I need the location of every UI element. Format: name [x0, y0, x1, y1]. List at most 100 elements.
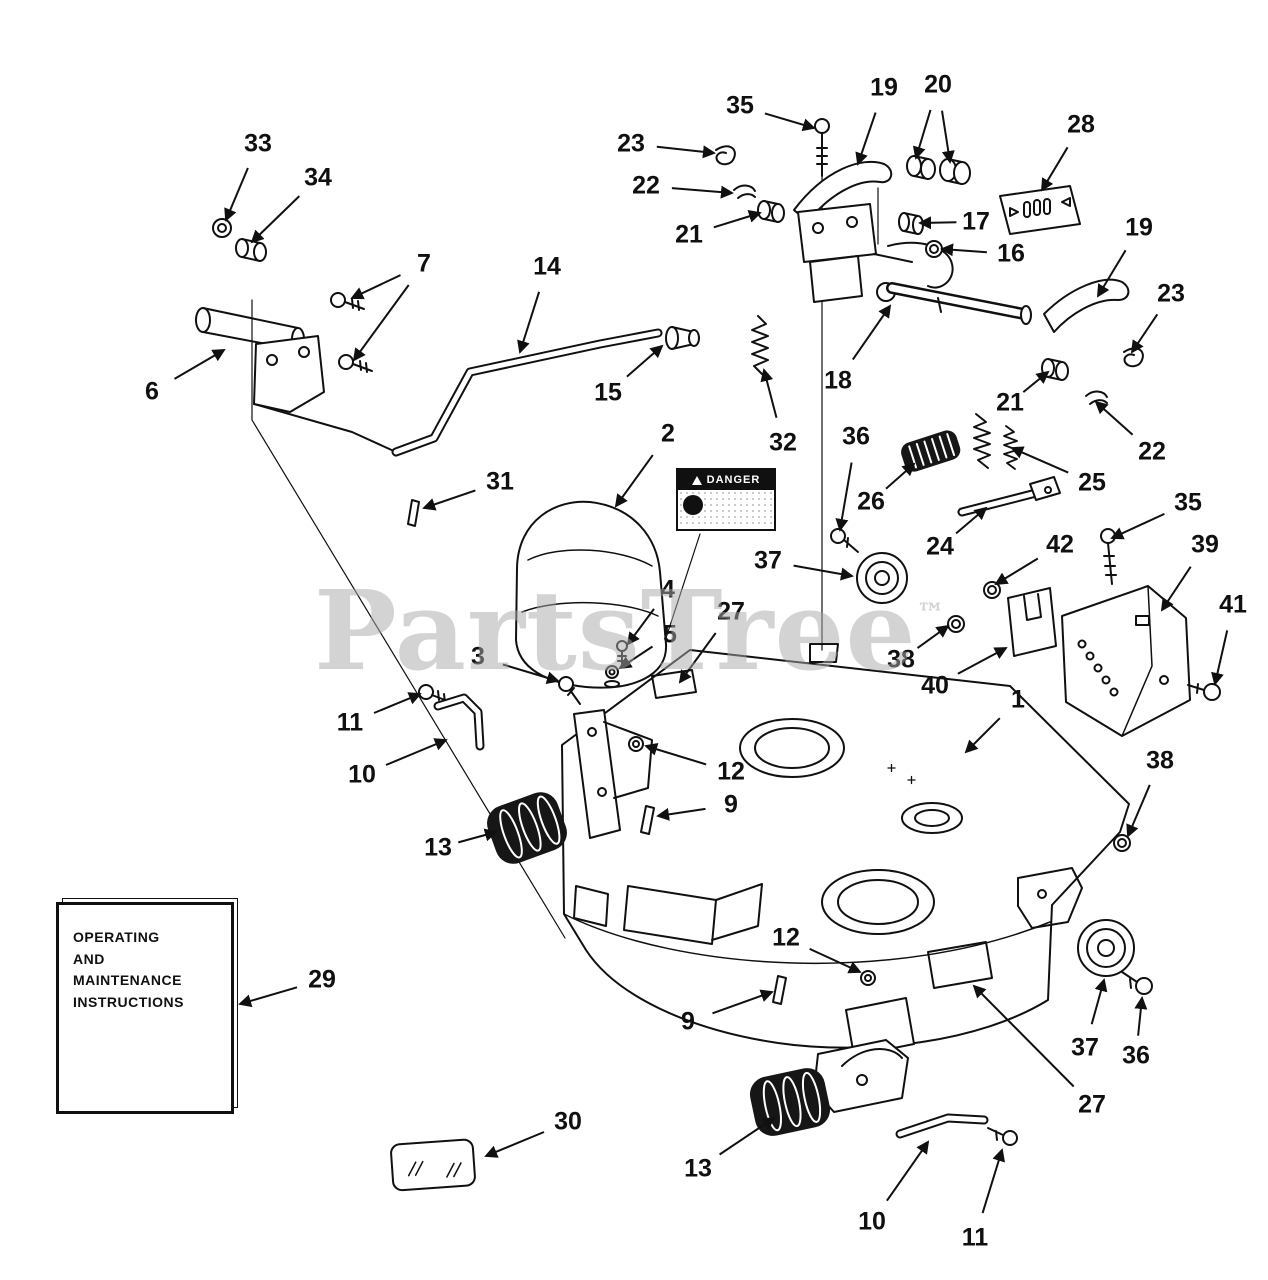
part-hitch-bracket-6 — [195, 307, 397, 453]
part-plate-39 — [1061, 585, 1191, 737]
callout-20: 20 — [924, 70, 952, 99]
callout-19: 19 — [1125, 213, 1153, 242]
danger-decal-body — [678, 490, 774, 527]
callout-27: 27 — [717, 597, 745, 626]
part-nut-33 — [212, 218, 232, 238]
part-decal-plate-28 — [999, 185, 1081, 235]
callout-11: 11 — [336, 708, 364, 737]
part-pin-31 — [407, 499, 420, 527]
callout-37: 37 — [754, 546, 782, 575]
callout-12: 12 — [717, 757, 745, 786]
part-wheel-37-top — [856, 552, 908, 604]
callout-9: 9 — [724, 790, 738, 819]
callout-4: 4 — [661, 575, 675, 604]
part-bolt-41 — [1187, 683, 1221, 701]
part-bolt-35-top — [814, 118, 830, 177]
callout-18: 18 — [824, 366, 852, 395]
callout-35: 35 — [726, 91, 754, 120]
callout-33: 33 — [244, 129, 272, 158]
callout-2: 2 — [661, 419, 675, 448]
warning-triangle-icon — [691, 475, 702, 485]
danger-decal-header: DANGER — [678, 470, 774, 490]
callout-7: 7 — [417, 249, 431, 278]
part-rod-10-bottom — [895, 1113, 989, 1139]
callout-23: 23 — [617, 129, 645, 158]
part-lever-19-top — [793, 160, 893, 223]
part-nut-12-bottom — [860, 970, 876, 986]
callout-29: 29 — [308, 965, 336, 994]
callout-21: 21 — [675, 220, 703, 249]
part-bolts-7 — [330, 292, 373, 373]
callout-27: 27 — [1078, 1090, 1106, 1119]
callout-5: 5 — [663, 620, 677, 649]
callout-10: 10 — [858, 1207, 886, 1236]
callout-12: 12 — [772, 923, 800, 952]
part-spacer-21-top — [757, 200, 785, 223]
part-wheel-37-bottom — [1077, 919, 1135, 977]
callout-31: 31 — [486, 467, 514, 496]
thrown-object-pictogram — [683, 495, 703, 515]
manual-line-4: INSTRUCTIONS — [73, 994, 184, 1011]
part-deck-housing — [561, 643, 1130, 1049]
callout-13: 13 — [684, 1154, 712, 1183]
leader-lines — [173, 109, 1229, 1214]
callout-11: 11 — [961, 1223, 989, 1252]
part-sleeve-26 — [901, 430, 961, 472]
part-bushings-20 — [906, 155, 971, 185]
part-label-30 — [390, 1138, 476, 1192]
danger-decal: DANGER — [676, 468, 776, 531]
callout-32: 32 — [769, 428, 797, 457]
callout-36: 36 — [842, 422, 870, 451]
callout-24: 24 — [926, 532, 954, 561]
callout-41: 41 — [1219, 590, 1247, 619]
callout-3: 3 — [471, 642, 485, 671]
callout-34: 34 — [304, 163, 332, 192]
callout-42: 42 — [1046, 530, 1074, 559]
part-rod-10-left — [433, 693, 485, 751]
danger-decal-title: DANGER — [706, 474, 761, 486]
manual-line-2: AND — [73, 950, 105, 967]
part-bolt-36-bottom — [1121, 971, 1153, 995]
callout-15: 15 — [594, 378, 622, 407]
callout-6: 6 — [145, 377, 159, 406]
part-trunnion-15 — [665, 326, 700, 350]
callout-17: 17 — [962, 207, 990, 236]
callout-25: 25 — [1078, 468, 1106, 497]
part-hanger-bracket-bottom — [813, 997, 915, 1113]
part-lever-bracket-top — [797, 203, 954, 303]
callout-19: 19 — [870, 73, 898, 102]
part-axle-18 — [876, 282, 1032, 325]
part-spring-32 — [751, 315, 769, 375]
part-pin-9-bottom — [772, 975, 787, 1005]
callout-10: 10 — [348, 760, 376, 789]
part-plate-40 — [1007, 587, 1057, 657]
callout-26: 26 — [857, 487, 885, 516]
part-fastener-5 — [604, 665, 620, 688]
manual-line-3: MAINTENANCE — [73, 972, 182, 989]
part-nut-38-right — [1113, 834, 1131, 852]
manual-line-1: OPERATING — [73, 929, 160, 945]
part-bolt-11-bottom — [987, 1127, 1018, 1146]
part-pin-9-top — [640, 805, 655, 835]
callout-23: 23 — [1157, 279, 1185, 308]
callout-16: 16 — [997, 239, 1025, 268]
callout-13: 13 — [424, 833, 452, 862]
callout-22: 22 — [632, 171, 660, 200]
manual-booklet-text: OPERATING AND MAINTENANCE INSTRUCTIONS — [59, 905, 231, 1014]
callout-14: 14 — [533, 252, 561, 281]
callout-35: 35 — [1174, 488, 1202, 517]
callout-22: 22 — [1138, 437, 1166, 466]
part-pin-22-top — [733, 184, 756, 199]
callout-1: 1 — [1011, 685, 1025, 714]
callout-28: 28 — [1067, 110, 1095, 139]
part-nut-42 — [983, 581, 1001, 599]
callout-30: 30 — [554, 1107, 582, 1136]
callout-37: 37 — [1071, 1033, 1099, 1062]
part-roller-13-left — [487, 792, 567, 864]
part-clip-23-top — [715, 145, 736, 166]
callout-40: 40 — [921, 671, 949, 700]
part-lift-rod-14 — [391, 328, 663, 457]
